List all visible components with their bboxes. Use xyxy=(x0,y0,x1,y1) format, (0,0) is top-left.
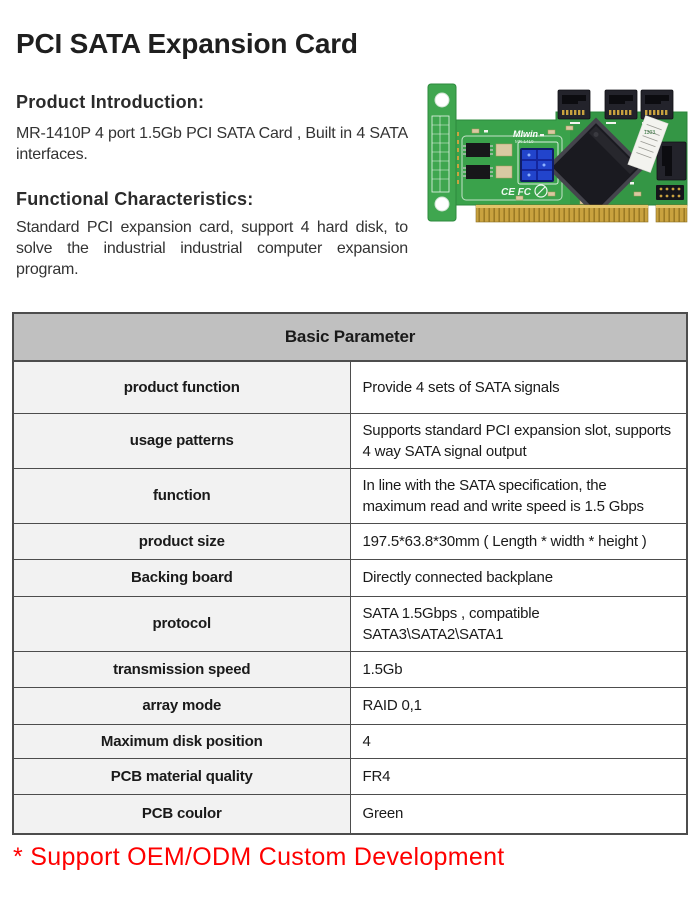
row-value: Provide 4 sets of SATA signals xyxy=(349,360,688,414)
oem-odm-note: * Support OEM/ODM Custom Development xyxy=(13,843,505,871)
row-label: Maximum disk position xyxy=(12,723,351,759)
functional-characteristics-heading: Functional Characteristics: xyxy=(16,189,254,209)
row-label: Backing board xyxy=(12,558,351,597)
cert-marks-text: CE FC xyxy=(501,187,532,198)
table-row: array mode RAID 0,1 xyxy=(12,686,688,725)
row-value: FR4 xyxy=(349,757,688,795)
row-label: PCB material quality xyxy=(12,757,351,795)
pci-edge-connector xyxy=(475,204,688,223)
label-sticker xyxy=(627,115,669,173)
model-text: MR-1410 xyxy=(515,139,534,144)
brand-text: MIwin xyxy=(513,129,538,139)
row-label: usage patterns xyxy=(12,412,351,469)
row-label: array mode xyxy=(12,686,351,725)
serial-text: 1303. xyxy=(644,130,657,136)
row-label: function xyxy=(12,467,351,524)
table-row: function In line with the SATA specifica… xyxy=(12,467,688,524)
page-title: PCI SATA Expansion Card xyxy=(16,28,358,59)
row-value: RAID 0,1 xyxy=(349,686,688,725)
row-value: Directly connected backplane xyxy=(349,558,688,597)
table-title: Basic Parameter xyxy=(12,312,688,362)
sata-port-side xyxy=(656,141,687,181)
table-row: PCB coulor Green xyxy=(12,793,688,835)
row-value: Green xyxy=(349,793,688,835)
small-ics xyxy=(463,143,513,179)
prohibition-mark xyxy=(534,184,548,198)
sata-ports-top xyxy=(557,89,674,120)
table-row: Backing board Directly connected backpla… xyxy=(12,558,688,597)
table-row: product function Provide 4 sets of SATA … xyxy=(12,360,688,414)
row-value: 4 xyxy=(349,723,688,759)
row-label: transmission speed xyxy=(12,650,351,688)
product-introduction-heading: Product Introduction: xyxy=(16,92,205,112)
table-row: transmission speed 1.5Gb xyxy=(12,650,688,688)
product-photo: 1303. MIwin MR-1410 CE FC xyxy=(427,83,688,223)
row-label: PCB coulor xyxy=(12,793,351,835)
row-label: product function xyxy=(12,360,351,414)
table-row: Maximum disk position 4 xyxy=(12,723,688,759)
functional-characteristics-text: Standard PCI expansion card, support 4 h… xyxy=(16,219,408,278)
table-row: product size 197.5*63.8*30mm ( Length * … xyxy=(12,522,688,560)
row-value: 1.5Gb xyxy=(349,650,688,688)
basic-parameter-table: Basic Parameter product function Provide… xyxy=(12,312,688,835)
row-label: protocol xyxy=(12,595,351,652)
row-value: SATA 1.5Gbps , compatible SATA3\SATA2\SA… xyxy=(349,595,688,652)
table-row: protocol SATA 1.5Gbps , compatible SATA3… xyxy=(12,595,688,652)
row-value: Supports standard PCI expansion slot, su… xyxy=(349,412,688,469)
pci-bracket xyxy=(427,83,457,222)
blue-jumper-block xyxy=(520,148,554,182)
table-row: usage patterns Supports standard PCI exp… xyxy=(12,412,688,469)
row-value: In line with the SATA specification, the… xyxy=(349,467,688,524)
controller-chip xyxy=(546,117,646,217)
product-introduction-text: MR-1410P 4 port 1.5Gb PCI SATA Card , Bu… xyxy=(16,125,408,163)
row-label: product size xyxy=(12,522,351,560)
row-value: 197.5*63.8*30mm ( Length * width * heigh… xyxy=(349,522,688,560)
jumper-header xyxy=(656,185,684,200)
table-row: PCB material quality FR4 xyxy=(12,757,688,795)
